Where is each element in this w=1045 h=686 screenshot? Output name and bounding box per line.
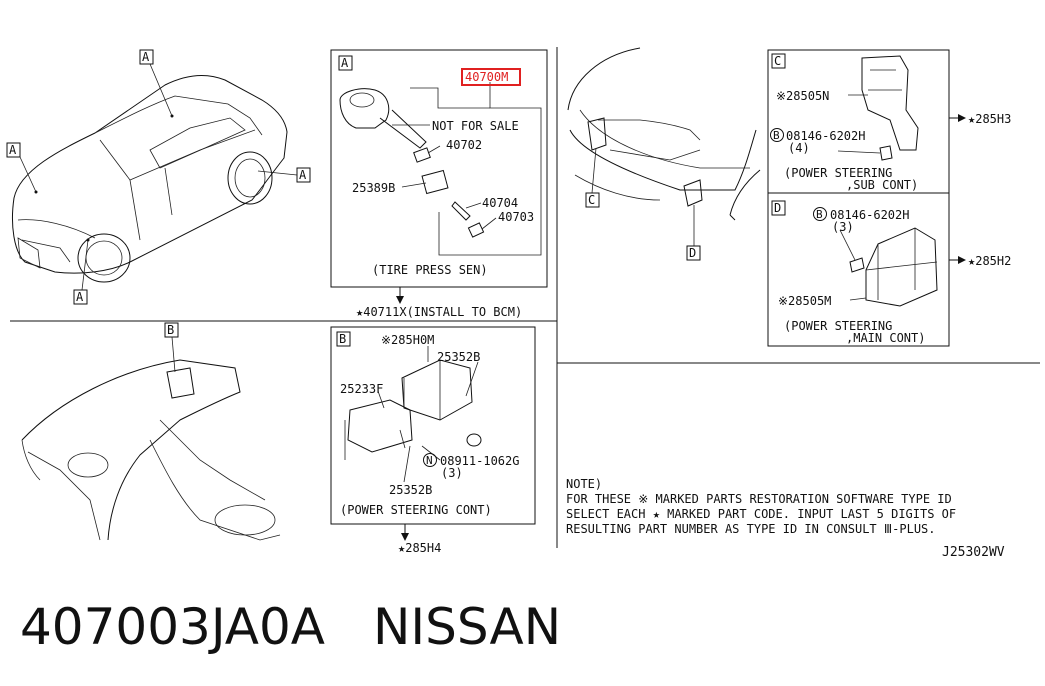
svg-text:D: D [774,201,781,215]
part-25352b-top: 25352B [437,350,480,364]
panel-b-ref: ★285H4 [398,524,441,555]
svg-text:★285H2: ★285H2 [968,254,1011,268]
svg-text:★285H4: ★285H4 [398,541,441,555]
svg-text:A: A [9,143,17,157]
panel-d-ref: ★285H2 [949,254,1011,268]
power-steering-caption-d2: ,MAIN CONT) [846,331,925,345]
highlight-box [461,68,521,86]
power-steering-caption-c1: (POWER STEERING [784,166,892,180]
callout-a-right: A [296,167,311,183]
dashboard-illustration [21,336,281,541]
bolt-qty-c: (4) [788,141,810,155]
callout-b: B [164,322,179,338]
part-25352b-bottom: 25352B [389,483,432,497]
panel-b-power-steering-cont: B ※285H0M 25352B 25233F N 08911-1062G (3… [330,326,536,525]
front-car-illustration [567,47,761,246]
svg-text:N: N [426,454,433,467]
bolt-08911-1062g: 08911-1062G [440,454,519,468]
parts-diagram: A A A A A 40700M NOT FO [6,47,1040,560]
note-title: NOTE) [566,477,602,491]
bolt-qty-b: (3) [441,466,463,480]
note-line-3: RESULTING PART NUMBER AS TYPE ID IN CONS… [566,522,936,536]
svg-text:A: A [299,168,307,182]
svg-text:A: A [76,290,84,304]
part-25389b: 25389B [352,181,395,195]
svg-text:D: D [689,246,696,260]
svg-text:C: C [774,54,781,68]
callout-d: D [686,245,701,261]
note-line-2: SELECT EACH ★ MARKED PART CODE. INPUT LA… [566,507,956,521]
svg-text:★285H3: ★285H3 [968,112,1011,126]
callout-a-bottom: A [73,289,88,305]
tire-press-sen-caption: (TIRE PRESS SEN) [372,263,488,277]
bolt-08146-6202h-c: 08146-6202H [786,129,865,143]
panel-c-power-steering-sub-cont: C ※28505N B 08146-6202H (4) (POWER STEER… [767,49,950,194]
part-40703: 40703 [498,210,534,224]
not-for-sale-label: NOT FOR SALE [432,119,519,133]
car-illustration [12,63,298,291]
panel-c-ref: ★285H3 [949,112,1011,126]
part-40704: 40704 [482,196,518,210]
power-steering-cont-caption: (POWER STEERING CONT) [340,503,492,517]
part-number: 407003JA0A [20,598,325,656]
part-285h0m: ※285H0M [381,333,434,347]
bolt-08146-6202h-d: 08146-6202H [830,208,909,222]
callout-a-top: A [139,49,154,65]
panel-d-power-steering-main-cont: D B 08146-6202H (3) ※28505M (POWER STEER… [767,192,950,347]
note-line-1: FOR THESE ※ MARKED PARTS RESTORATION SOF… [566,492,952,506]
callout-c: C [585,192,600,208]
note-block: NOTE) FOR THESE ※ MARKED PARTS RESTORATI… [566,477,956,536]
bolt-qty-d: (3) [832,220,854,234]
svg-text:A: A [142,50,150,64]
part-40700m: 40700M [465,70,508,84]
svg-text:B: B [339,332,346,346]
part-28505n: ※28505N [776,89,829,103]
svg-text:B: B [773,129,780,142]
svg-text:B: B [816,208,823,221]
power-steering-caption-c2: ,SUB CONT) [846,178,918,192]
diagram-code: J25302WV [942,545,1005,560]
footer: 407003JA0A NISSAN [20,598,561,656]
svg-text:B: B [167,323,174,337]
svg-text:A: A [341,56,349,70]
brand-name: NISSAN [372,598,562,656]
part-40702: 40702 [446,138,482,152]
svg-text:C: C [588,193,595,207]
install-note: ★40711X(INSTALL TO BCM) [356,287,522,319]
power-steering-caption-d1: (POWER STEERING [784,319,892,333]
panel-a-tire-pressure-sensor: A 40700M NOT FOR SALE 40702 25389B 40704… [330,49,548,288]
part-25233f: 25233F [340,382,383,396]
svg-text:★40711X(INSTALL TO BCM): ★40711X(INSTALL TO BCM) [356,305,522,319]
part-28505m: ※28505M [778,294,831,308]
callout-a-left: A [6,142,21,158]
